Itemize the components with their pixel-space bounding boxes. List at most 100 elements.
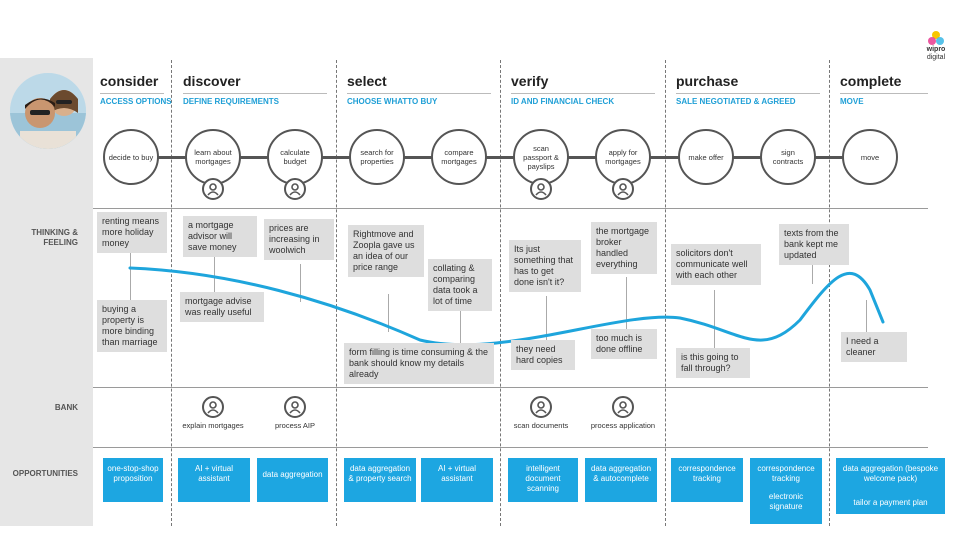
opportunity-card: correspondence tracking xyxy=(671,458,743,502)
note-buying-binding: buying a property is more binding than m… xyxy=(97,300,167,352)
opportunity-text: correspondence tracking xyxy=(678,464,736,483)
row-label-thinking: THINKING & FEELING xyxy=(31,228,78,247)
phase-rule xyxy=(840,93,928,94)
opportunity-text: data aggregation (bespoke welcome pack) xyxy=(842,464,939,483)
phase-subtitle-discover: DEFINE REQUIREMENTS xyxy=(183,97,280,106)
step-label: search for properties xyxy=(360,148,394,166)
step-search-for-properties: search for properties xyxy=(349,129,405,185)
note-stem xyxy=(214,256,215,292)
step-decide-to-buy: decide to buy xyxy=(103,129,159,185)
phase-subtitle-purchase: SALE NEGOTIATED & AGREED xyxy=(676,97,796,106)
note-need-cleaner: I need a cleaner xyxy=(841,332,907,362)
note-stem xyxy=(130,249,131,269)
note-stem xyxy=(546,296,547,340)
logo-line2: digital xyxy=(926,54,946,61)
phase-divider xyxy=(336,60,337,526)
step-label: decide to buy xyxy=(108,152,154,162)
step-scan-passport: scan passport & payslips xyxy=(513,129,569,185)
note-prices-increasing: prices are increasing in woolwich xyxy=(264,219,334,260)
phase-rule xyxy=(100,93,164,94)
step-label: scan passport & payslips xyxy=(523,143,559,171)
step-label: apply for mortgages xyxy=(605,148,641,166)
bank-explain-mortgages: explain mortgages xyxy=(182,421,244,430)
bank-person-icon xyxy=(284,396,306,418)
opportunity-card: AI + virtual assistant xyxy=(178,458,250,502)
phase-divider xyxy=(171,60,172,526)
journey-track xyxy=(128,156,888,159)
note-collating: collating & comparing data took a lot of… xyxy=(428,259,492,311)
opportunity-text: electronic signature xyxy=(768,492,804,511)
row-label-bank: BANK xyxy=(54,403,78,412)
note-mortgage-advise: mortgage advise was really useful xyxy=(180,292,264,322)
opportunity-text: AI + virtual assistant xyxy=(194,464,233,483)
bank-person-icon xyxy=(530,396,552,418)
opportunity-card: one-stop-shop proposition xyxy=(103,458,163,502)
bank-person-icon xyxy=(202,396,224,418)
phase-rule xyxy=(347,93,491,94)
opportunity-text: data aggregation xyxy=(262,470,323,479)
note-mortgage-advisor: a mortgage advisor will save money xyxy=(183,216,257,257)
wipro-digital-logo: wipro digital xyxy=(918,30,954,70)
row-label-opportunities: OPPORTUNITIES xyxy=(12,469,78,478)
opportunity-text: tailor a payment plan xyxy=(853,498,928,507)
phase-title-consider: consider xyxy=(100,73,159,89)
phase-subtitle-consider: ACCESS OPTIONS xyxy=(100,97,172,106)
opportunity-text: data aggregation & autocomplete xyxy=(590,464,652,483)
step-apply-for-mortgages: apply for mortgages xyxy=(595,129,651,185)
phase-title-select: select xyxy=(347,73,387,89)
step-label: learn about mortgages xyxy=(194,148,232,166)
note-fall-through: is this going to fall through? xyxy=(676,348,750,378)
step-label: calculate budget xyxy=(280,148,310,166)
opportunity-text: one-stop-shop proposition xyxy=(107,464,159,483)
opportunity-text: data aggregation & property search xyxy=(348,464,412,483)
step-make-offer: make offer xyxy=(678,129,734,185)
step-label: make offer xyxy=(688,152,724,162)
step-label: sign contracts xyxy=(772,148,804,166)
opportunity-card: data aggregation (bespoke welcome pack) … xyxy=(836,458,945,514)
person-icon xyxy=(530,178,552,200)
row-divider xyxy=(93,387,928,388)
phase-title-discover: discover xyxy=(183,73,241,89)
opportunity-card: data aggregation & property search xyxy=(344,458,416,502)
opportunity-card: correspondence tracking electronic signa… xyxy=(750,458,822,524)
phase-rule xyxy=(511,93,655,94)
note-hard-copies: they need hard copies xyxy=(511,340,575,370)
note-rightmove: Rightmove and Zoopla gave us an idea of … xyxy=(348,225,424,277)
phase-divider xyxy=(500,60,501,526)
logo-dots-icon xyxy=(928,31,944,45)
phase-title-purchase: purchase xyxy=(676,73,739,89)
opportunity-text: AI + virtual assistant xyxy=(437,464,476,483)
note-stem xyxy=(626,277,627,329)
bank-scan-documents: scan documents xyxy=(513,421,569,430)
note-too-much-offline: too much is done offline xyxy=(591,329,657,359)
note-stem xyxy=(300,264,301,302)
phase-subtitle-complete: MOVE xyxy=(840,97,864,106)
step-calculate-budget: calculate budget xyxy=(267,129,323,185)
phase-subtitle-verify: ID AND FINANCIAL CHECK xyxy=(511,97,615,106)
phase-divider xyxy=(665,60,666,526)
opportunity-card: data aggregation & autocomplete xyxy=(585,458,657,502)
step-sign-contracts: sign contracts xyxy=(760,129,816,185)
opportunity-text: intelligent document scanning xyxy=(525,464,561,493)
opportunity-card: AI + virtual assistant xyxy=(421,458,493,502)
note-broker-handled: the mortgage broker handled everything xyxy=(591,222,657,274)
bank-process-application: process application xyxy=(590,421,656,430)
person-icon xyxy=(284,178,306,200)
note-form-filling: form filling is time consuming & the ban… xyxy=(344,343,494,384)
person-icon xyxy=(202,178,224,200)
note-stem xyxy=(812,264,813,284)
phase-divider xyxy=(829,60,830,526)
phase-title-verify: verify xyxy=(511,73,549,89)
note-stem xyxy=(866,300,867,332)
opportunity-card: data aggregation xyxy=(257,458,328,502)
step-label: compare mortgages xyxy=(441,148,477,166)
note-stem xyxy=(460,307,461,343)
row-divider xyxy=(93,208,928,209)
note-stem xyxy=(714,290,715,348)
step-learn-about-mortgages: learn about mortgages xyxy=(185,129,241,185)
step-compare-mortgages: compare mortgages xyxy=(431,129,487,185)
phase-rule xyxy=(183,93,327,94)
note-just-something: Its just something that has to get done … xyxy=(509,240,581,292)
note-renting: renting means more holiday money xyxy=(97,212,167,253)
